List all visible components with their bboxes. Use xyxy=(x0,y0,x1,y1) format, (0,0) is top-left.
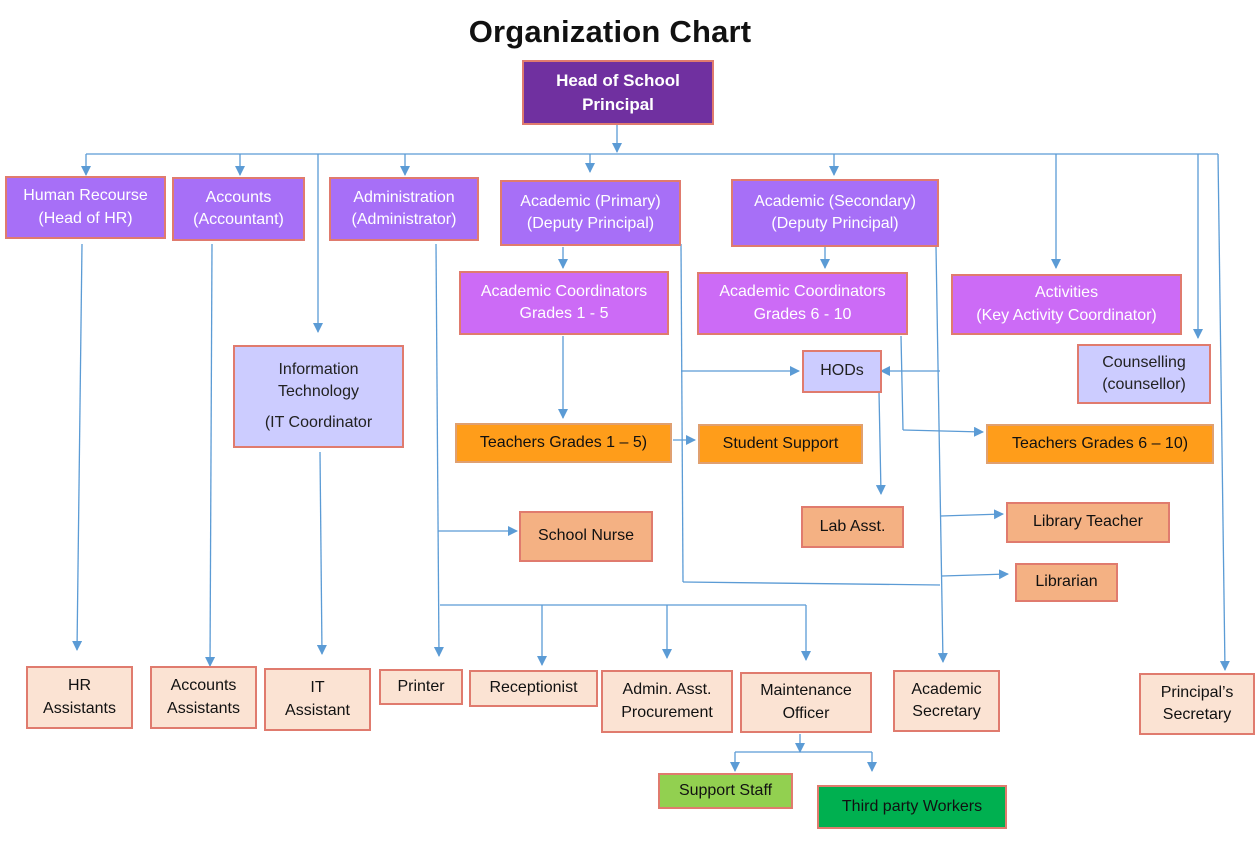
node-student-support: Student Support xyxy=(698,424,863,464)
node-line: Procurement xyxy=(621,703,713,721)
node-academic-secretary: Academic Secretary xyxy=(893,670,1000,732)
node-line: Teachers Grades 1 – 5) xyxy=(479,433,648,451)
node-line: Teachers Grades 6 – 10) xyxy=(1011,434,1189,452)
node-information-technology: Information Technology (IT Coordinator xyxy=(233,345,404,448)
node-line: Secretary xyxy=(912,703,981,720)
node-line: IT xyxy=(310,679,325,697)
node-admin-asst-procurement: Admin. Asst. Procurement xyxy=(601,670,733,733)
node-maintenance-officer: Maintenance Officer xyxy=(740,672,872,733)
node-coordinators-grades-6-10: Academic Coordinators Grades 6 - 10 xyxy=(697,272,908,335)
node-line: Human Recourse xyxy=(23,187,148,205)
node-line: Counselling xyxy=(1102,353,1186,371)
node-line: Assistant xyxy=(285,701,350,719)
node-coordinators-grades-1-5: Academic Coordinators Grades 1 - 5 xyxy=(459,271,669,335)
node-printer: Printer xyxy=(379,669,463,705)
node-line: Admin. Asst. xyxy=(622,681,712,699)
node-line: (Administrator) xyxy=(351,211,457,228)
node-accounts-assistants: Accounts Assistants xyxy=(150,666,257,729)
node-line: Lab Asst. xyxy=(819,517,886,535)
node-line: Academic Coordinators xyxy=(480,282,648,300)
node-line: Accounts xyxy=(205,188,272,206)
node-support-staff: Support Staff xyxy=(658,773,793,809)
node-line: Grades 6 - 10 xyxy=(753,305,852,323)
node-line: Support Staff xyxy=(678,781,773,799)
node-line: Third party Workers xyxy=(841,797,983,815)
node-line: (Deputy Principal) xyxy=(526,215,655,232)
node-line: Receptionist xyxy=(489,679,578,697)
node-library-teacher: Library Teacher xyxy=(1006,502,1170,543)
node-line: Student Support xyxy=(722,434,839,452)
node-line: Assistants xyxy=(167,699,240,717)
node-line: Academic xyxy=(911,680,982,698)
node-teachers-grades-1-5: Teachers Grades 1 – 5) xyxy=(455,423,672,463)
node-line: Grades 1 - 5 xyxy=(519,305,609,322)
node-line: Maintenance xyxy=(760,682,852,700)
node-line: (Deputy Principal) xyxy=(771,215,899,232)
node-human-resource: Human Recourse (Head of HR) xyxy=(5,176,166,239)
node-hr-assistants: HR Assistants xyxy=(26,666,133,729)
node-line: Accounts xyxy=(170,677,237,695)
node-counselling: Counselling (counsellor) xyxy=(1077,344,1211,404)
node-line: Printer xyxy=(397,677,445,695)
node-lab-asst: Lab Asst. xyxy=(801,506,904,548)
node-teachers-grades-6-10: Teachers Grades 6 – 10) xyxy=(986,424,1214,464)
node-activities: Activities (Key Activity Coordinator) xyxy=(951,274,1182,335)
node-line: (counsellor) xyxy=(1102,376,1186,393)
node-line: (Key Activity Coordinator) xyxy=(976,306,1157,324)
node-it-assistant: IT Assistant xyxy=(264,668,371,731)
node-line: Activities xyxy=(1034,284,1099,302)
node-line: Academic (Secondary) xyxy=(754,192,916,210)
node-line: Technology xyxy=(278,383,359,401)
node-line: Head of School xyxy=(556,70,680,90)
node-line: (IT Coordinator xyxy=(264,413,373,431)
node-line: (Head of HR) xyxy=(38,209,133,227)
node-librarian: Librarian xyxy=(1015,563,1118,602)
node-line: Administration xyxy=(353,188,455,206)
node-line: HODs xyxy=(820,362,864,380)
node-line: Secretary xyxy=(1162,706,1232,723)
node-third-party-workers: Third party Workers xyxy=(817,785,1007,829)
node-line: Principal’s xyxy=(1160,683,1234,701)
node-line: Information xyxy=(278,360,359,378)
node-line: Library Teacher xyxy=(1033,513,1143,531)
node-head-of-school: Head of School Principal xyxy=(522,60,714,125)
node-line: Librarian xyxy=(1035,573,1098,591)
chart-title: Organization Chart xyxy=(468,14,752,49)
node-principals-secretary: Principal’s Secretary xyxy=(1139,673,1255,735)
node-hods: HODs xyxy=(802,350,882,393)
node-line: (Accountant) xyxy=(193,211,284,228)
node-academic-secondary: Academic (Secondary) (Deputy Principal) xyxy=(731,179,939,247)
node-line: School Nurse xyxy=(537,527,635,545)
node-line: Academic Coordinators xyxy=(719,283,886,301)
node-line: Assistants xyxy=(43,699,116,717)
node-line: Academic (Primary) xyxy=(520,192,661,210)
node-accounts: Accounts (Accountant) xyxy=(172,177,305,241)
node-line: Principal xyxy=(582,94,654,114)
node-receptionist: Receptionist xyxy=(469,670,598,707)
node-academic-primary: Academic (Primary) (Deputy Principal) xyxy=(500,180,681,246)
node-line: Officer xyxy=(782,704,830,722)
node-school-nurse: School Nurse xyxy=(519,511,653,562)
node-line: HR xyxy=(67,677,92,695)
node-administration: Administration (Administrator) xyxy=(329,177,479,241)
